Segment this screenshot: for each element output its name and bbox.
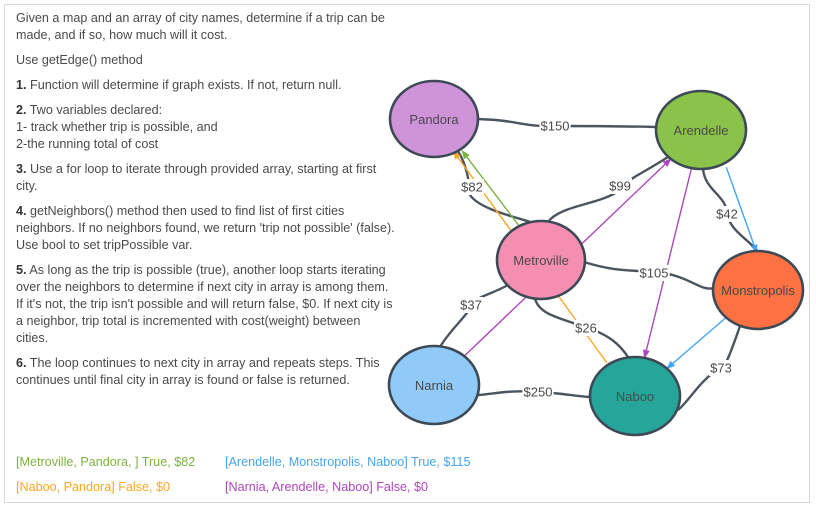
edge-weight-arendelle-monstropolis: $42 (716, 207, 738, 222)
step-3-number: 3. (16, 162, 27, 176)
city-label-narnia: Narnia (415, 378, 454, 393)
step-5-text: As long as the trip is possible (true), … (16, 263, 393, 345)
step-6-number: 6. (16, 356, 27, 370)
result-naboo-pandora: [Naboo, Pandora] False, $0 (16, 480, 171, 494)
step-1-text: Function will determine if graph exists.… (26, 78, 342, 92)
intro-text: Given a map and an array of city names, … (16, 11, 385, 42)
city-node-monstropolis (711, 249, 805, 331)
city-node-pandora (388, 79, 480, 159)
edge-weight-metroville-narnia: $37 (460, 298, 482, 313)
graph-nodes: PandoraArendelleMetrovilleMonstropolisNa… (387, 79, 805, 437)
edge-weight-metroville-naboo: $26 (575, 321, 597, 336)
trip-arrow-arendelle-to-monstropolis (725, 167, 758, 254)
city-node-narnia (387, 344, 481, 426)
explanation-text: Given a map and an array of city names, … (16, 10, 396, 397)
edge-weight-bg-metroville-narnia (459, 297, 483, 313)
step-2-number: 2. (16, 103, 27, 117)
step-6: 6. The loop continues to next city in ar… (16, 355, 396, 389)
edge-weight-bg-arendelle-monstropolis (715, 206, 739, 222)
step-2-text: Two variables declared: (26, 103, 163, 117)
edge-weight-bg-narnia-naboo (522, 384, 554, 400)
step-4-number: 4. (16, 204, 27, 218)
city-label-arendelle: Arendelle (674, 123, 729, 138)
diagram-frame (4, 4, 810, 503)
step-2-sub-2: 2-the running total of cost (16, 137, 159, 151)
edge-weight-bg-monstropolis-naboo (709, 360, 733, 376)
step-4: 4. getNeighbors() method then used to fi… (16, 203, 396, 254)
step-5: 5. As long as the trip is possible (true… (16, 262, 396, 347)
edge-weight-bg-metroville-naboo (574, 320, 598, 336)
step-1-number: 1. (16, 78, 27, 92)
step-3: 3. Use a for loop to iterate through pro… (16, 161, 396, 195)
edge-weight-monstropolis-naboo: $73 (710, 361, 732, 376)
edge-weight-labels: $150 $82 $99 $42 $105 $37 $26 $250 $73 (459, 118, 739, 400)
city-label-naboo: Naboo (616, 389, 654, 404)
step-2: 2. Two variables declared: 1- track wheth… (16, 102, 396, 153)
edge-arendelle-metroville (547, 155, 669, 223)
edge-metroville-narnia (438, 283, 509, 348)
edge-weight-pandora-metroville: $82 (461, 180, 483, 195)
edge-weight-narnia-naboo: $250 (524, 385, 553, 400)
edge-weight-bg-metroville-monstropolis (638, 265, 670, 281)
result-arendelle-monstropolis-naboo: [Arendelle, Monstropolis, Naboo] True, $… (225, 455, 471, 469)
step-4-text: getNeighbors() method then used to find … (16, 204, 395, 252)
city-label-pandora: Pandora (409, 112, 459, 127)
method-text: Use getEdge() method (16, 53, 143, 67)
city-node-arendelle (654, 89, 748, 171)
edge-weight-bg-arendelle-metroville (608, 178, 632, 194)
step-6-text: The loop continues to next city in array… (16, 356, 380, 387)
city-label-monstropolis: Monstropolis (721, 283, 795, 298)
city-node-metroville (495, 219, 587, 301)
step-2-sub-1: 1- track whether trip is possible, and (16, 120, 218, 134)
trip-arrow-monstropolis-to-naboo (666, 316, 727, 370)
edge-weight-bg-pandora-metroville (460, 179, 484, 195)
step-1: 1. Function will determine if graph exis… (16, 77, 396, 94)
city-label-metroville: Metroville (513, 253, 569, 268)
city-node-naboo (588, 355, 682, 437)
edge-weight-arendelle-metroville: $99 (609, 179, 631, 194)
step-5-number: 5. (16, 263, 27, 277)
edge-weight-bg-pandora-arendelle (539, 118, 571, 134)
result-metroville-pandora: [Metroville, Pandora, ] True, $82 (16, 455, 196, 469)
result-narnia-arendelle-naboo: [Narnia, Arendelle, Naboo] False, $0 (225, 480, 429, 494)
step-3-text: Use a for loop to iterate through provid… (16, 162, 377, 193)
trip-arrow-metroville-to-pandora (461, 149, 522, 229)
edge-weight-pandora-arendelle: $150 (541, 119, 570, 134)
edge-weight-metroville-monstropolis: $105 (640, 266, 669, 281)
trip-arrow-arendelle-to-naboo (642, 167, 693, 359)
